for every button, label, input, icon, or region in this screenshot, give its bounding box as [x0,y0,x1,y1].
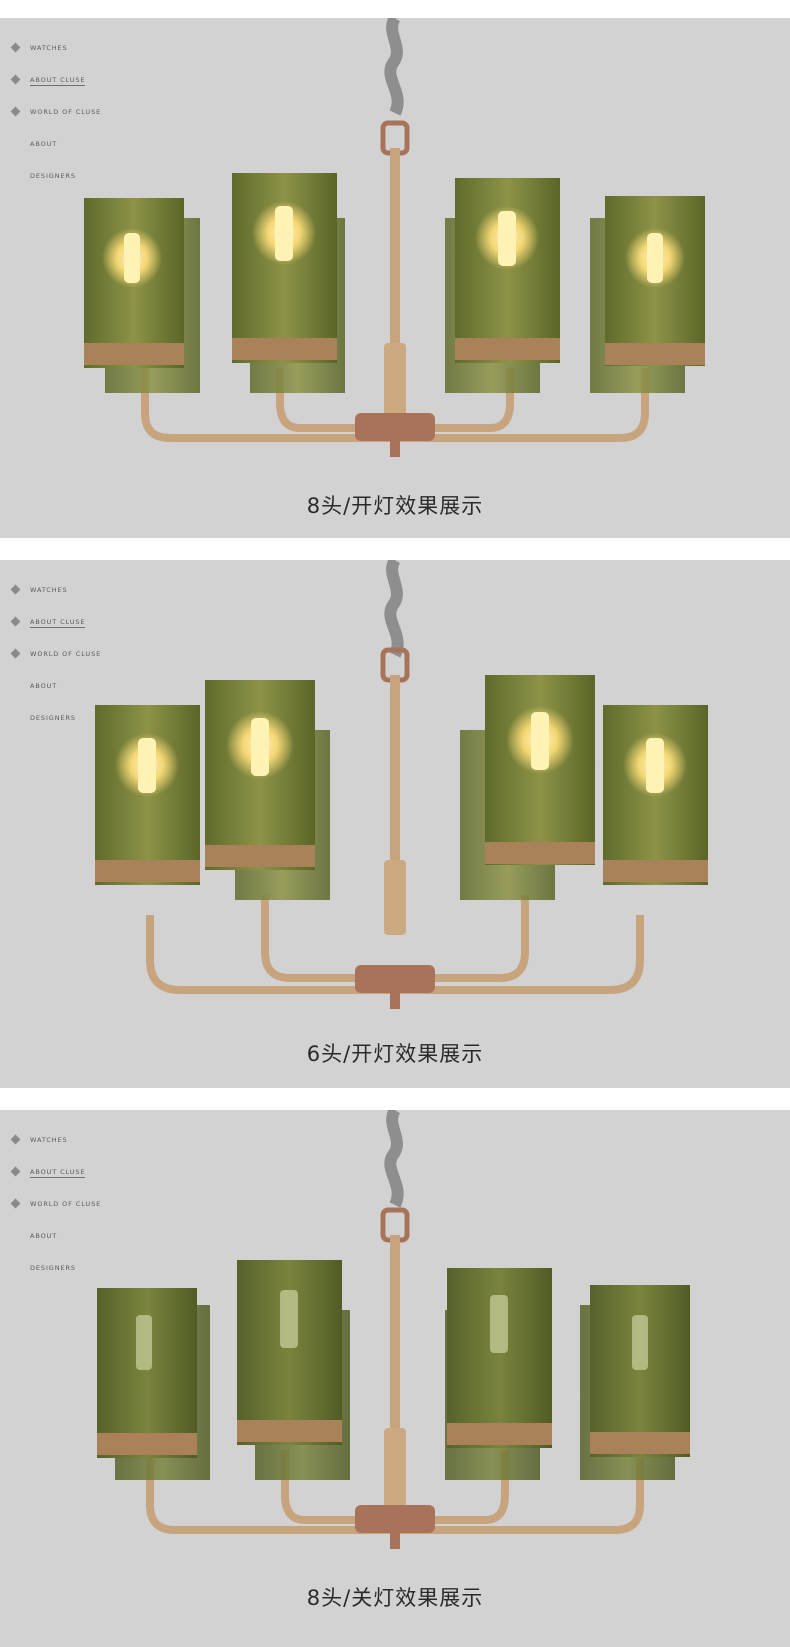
chandelier-8-heads-lit-illustration [84,18,705,457]
menu-item-watches[interactable]: WATCHES [10,584,101,618]
menu-item-watches[interactable]: WATCHES [10,42,101,76]
menu-item-world-of-cluse[interactable]: WORLD OF CLUSE [10,106,101,140]
product-panel-8-heads-on: WATCHES ABOUT CLUSE WORLD OF CLUSE ABOUT… [0,18,790,538]
chandelier-6-heads-lit-illustration [95,560,708,1009]
diamond-bullet-icon [10,584,21,595]
diamond-bullet-icon [10,42,21,53]
panel-caption: 6头/开灯效果展示 [306,1042,484,1066]
menu-item-about-cluse[interactable]: ABOUT CLUSE [10,1166,101,1200]
menu-item-world-of-cluse[interactable]: WORLD OF CLUSE [10,648,101,682]
side-menu: WATCHES ABOUT CLUSE WORLD OF CLUSE ABOUT… [10,1134,101,1296]
diamond-bullet-icon [10,1166,21,1177]
product-panel-6-heads-on: WATCHES ABOUT CLUSE WORLD OF CLUSE ABOUT… [0,560,790,1088]
menu-item-about[interactable]: ABOUT [30,140,58,148]
menu-item-about[interactable]: ABOUT [30,1232,58,1240]
menu-item-watches[interactable]: WATCHES [10,1134,101,1168]
diamond-bullet-icon [10,648,21,659]
chandelier-8-heads-unlit-illustration [97,1110,690,1549]
side-menu: WATCHES ABOUT CLUSE WORLD OF CLUSE ABOUT… [10,42,101,204]
diamond-bullet-icon [10,1134,21,1145]
side-menu: WATCHES ABOUT CLUSE WORLD OF CLUSE ABOUT… [10,584,101,746]
diamond-bullet-icon [10,1198,21,1209]
panel-caption: 8头/开灯效果展示 [306,494,484,518]
menu-item-world-of-cluse[interactable]: WORLD OF CLUSE [10,1198,101,1232]
menu-item-designers[interactable]: DESIGNERS [30,714,76,722]
menu-item-about-cluse[interactable]: ABOUT CLUSE [10,74,101,108]
menu-item-designers[interactable]: DESIGNERS [30,172,76,180]
diamond-bullet-icon [10,106,21,117]
menu-item-about[interactable]: ABOUT [30,682,58,690]
menu-item-about-cluse[interactable]: ABOUT CLUSE [10,616,101,650]
diamond-bullet-icon [10,616,21,627]
menu-item-designers[interactable]: DESIGNERS [30,1264,76,1272]
diamond-bullet-icon [10,74,21,85]
panel-caption: 8头/关灯效果展示 [306,1586,484,1610]
product-panel-8-heads-off: WATCHES ABOUT CLUSE WORLD OF CLUSE ABOUT… [0,1110,790,1647]
